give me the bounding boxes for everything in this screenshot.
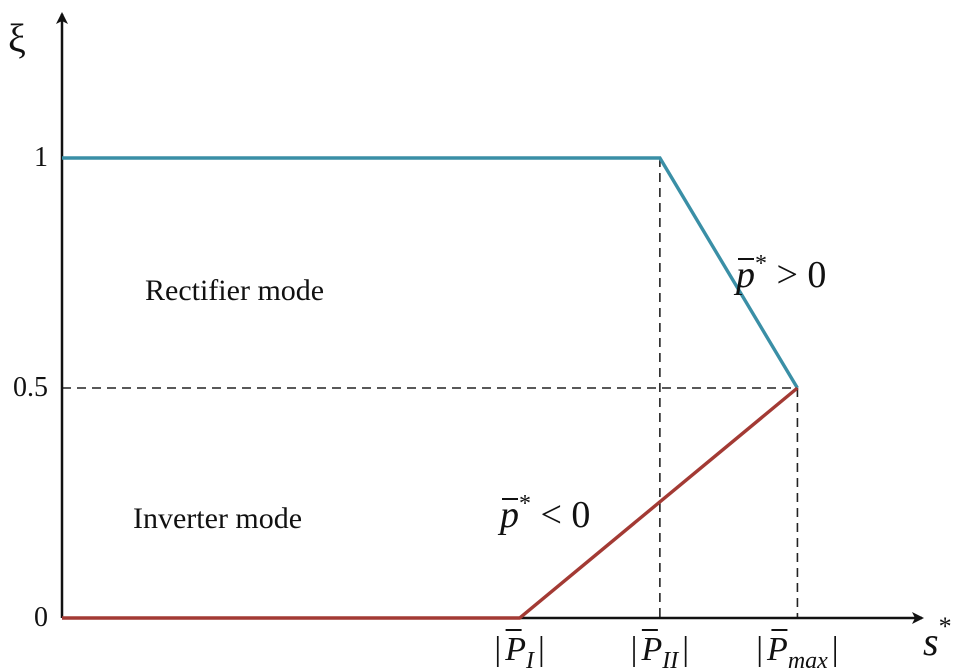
x-tick-text: |PI| [494,631,544,670]
y-tick-label: 0.5 [13,372,48,403]
guide-lines [62,158,799,618]
inverter-mode-label: Inverter mode [133,502,302,535]
x-tick-text: |PII| [631,631,689,670]
series-line-inverter [62,386,799,620]
series-group [62,156,799,620]
labels-group: 1 0.5 0 ξ s* |PI| |PII| |Pmax| Rectifier modeInv… [8,16,952,670]
x-tick-text: |Pmax| [756,631,838,670]
p-negative-label: p* < 0 [497,491,590,536]
y-tick-label: 1 [34,142,48,173]
p-negative-label-text: p* < 0 [497,491,590,536]
y-axis-label: ξ [8,16,26,61]
x-tick-label: |PI| [494,629,545,670]
rectifier-mode-label: Rectifier mode [145,274,324,307]
series-line-rectifier [62,156,799,389]
y-tick-label: 0 [34,602,48,633]
p-positive-label-text: p* > 0 [733,251,826,296]
p-positive-label: p* > 0 [733,251,826,296]
x-tick-label: |PII| [631,629,689,670]
x-tick-label: |Pmax| [756,629,839,670]
x-axis-label: s* [923,612,952,664]
